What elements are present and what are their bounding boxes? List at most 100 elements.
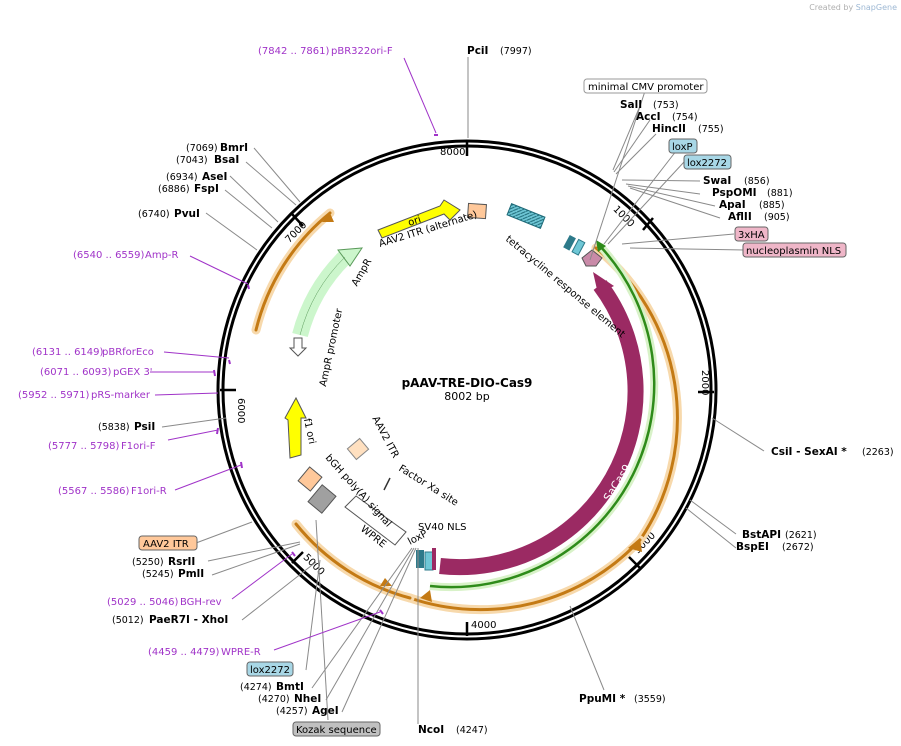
tre-element: tetracycline response element <box>503 203 627 340</box>
svg-text:(856): (856) <box>744 176 770 187</box>
orange-arrows <box>251 208 682 615</box>
bgh-polya: bGH poly(A) signal WPRE <box>297 453 407 550</box>
enzyme-pvui: PvuI <box>174 208 200 220</box>
enzyme-rsrii: RsrII <box>168 556 195 568</box>
svg-text:(6071 .. 6093): (6071 .. 6093) <box>40 367 112 378</box>
svg-text:(881): (881) <box>767 188 793 199</box>
itr-inner: AAV2 ITR <box>346 414 401 461</box>
green-arrow <box>429 240 659 592</box>
svg-text:(755): (755) <box>698 124 724 135</box>
sv40-label: SV40 NLS <box>418 522 467 533</box>
tick-2000: 2000 <box>699 370 710 395</box>
svg-text:(5245): (5245) <box>142 569 174 580</box>
top-lox-cluster <box>563 234 603 267</box>
svg-text:(2263): (2263) <box>862 447 894 458</box>
bgh-label: bGH poly(A) signal <box>323 453 394 530</box>
primer-f1ori-r: F1ori-R <box>131 486 167 497</box>
plasmid-size: 8002 bp <box>444 390 489 403</box>
enzyme-asei: AseI <box>202 171 227 183</box>
enzyme-ppumi: PpuMI * <box>579 693 626 705</box>
enzyme-fspi: FspI <box>194 183 219 195</box>
svg-text:(4247): (4247) <box>456 725 488 736</box>
svg-text:(5567 .. 5586): (5567 .. 5586) <box>58 486 130 497</box>
enzyme-bstapi: BstAPI <box>742 529 781 541</box>
svg-text:(754): (754) <box>672 112 698 123</box>
plasmid-name: pAAV-TRE-DIO-Cas9 <box>402 376 533 390</box>
primer-prs-marker: pRS-marker <box>91 390 151 401</box>
primer-pbrforeco: pBRforEco <box>102 347 154 358</box>
ampr-label: AmpR <box>350 257 374 288</box>
itr-inner-label: AAV2 ITR <box>369 414 400 460</box>
primer-pbr322ori-f: pBR322ori-F <box>331 46 393 57</box>
enzyme-ncoi: NcoI <box>418 724 444 736</box>
created-by-credit: Created by SnapGene <box>809 3 897 12</box>
primer-bgh-rev: BGH-rev <box>180 597 222 608</box>
primer-pgex3: pGEX 3' <box>113 367 153 378</box>
enzyme-bspei: BspEI <box>736 541 769 553</box>
ori-label: ori <box>407 214 423 228</box>
enzyme-agei: AgeI <box>312 705 339 717</box>
enzyme-sali: SalI <box>620 99 642 111</box>
tick-8000: 8000 <box>440 147 465 158</box>
svg-text:(5012): (5012) <box>112 615 144 626</box>
enzyme-paer7i-xhoi: PaeR7I - XhoI <box>149 614 228 626</box>
svg-text:(7997): (7997) <box>500 46 532 57</box>
svg-text:(5838): (5838) <box>98 422 130 433</box>
svg-text:(6934): (6934) <box>166 172 198 183</box>
ori-arrow: ori <box>377 199 461 239</box>
svg-text:(7069): (7069) <box>186 143 218 154</box>
box-loxp: loxP <box>672 142 693 153</box>
svg-text:(6540 .. 6559): (6540 .. 6559) <box>73 250 145 261</box>
svg-text:(4274): (4274) <box>240 682 272 693</box>
enzyme-csii-sexai: CsiI - SexAI * <box>771 446 847 458</box>
primer-marks <box>213 134 438 615</box>
tick-6000: 6000 <box>235 398 246 423</box>
enzyme-psii: PsiI <box>134 421 155 433</box>
enzyme-bmti: BmtI <box>276 681 304 693</box>
enzyme-bmri: BmrI <box>220 142 248 154</box>
tick-4000: 4000 <box>471 620 496 631</box>
box-3xha: 3xHA <box>738 230 765 241</box>
svg-text:(6886): (6886) <box>158 184 190 195</box>
svg-text:(4270): (4270) <box>258 694 290 705</box>
enzyme-pcii: PciI <box>467 45 488 57</box>
svg-text:(905): (905) <box>764 212 790 223</box>
box-minimal-cmv: minimal CMV promoter <box>588 82 704 93</box>
box-aav2-itr: AAV2 ITR <box>143 539 189 550</box>
svg-text:(6740): (6740) <box>138 209 170 220</box>
svg-text:(5029 .. 5046): (5029 .. 5046) <box>107 597 179 608</box>
svg-text:(5952 .. 5971): (5952 .. 5971) <box>18 390 90 401</box>
boxed-feature-labels: minimal CMV promoter loxP lox2272 3xHA n… <box>138 78 847 737</box>
snapgene-brand: SnapGene <box>855 3 897 12</box>
primer-pbr322ori-range: (7842 .. 7861) <box>258 46 330 57</box>
factor-xa-label: Factor Xa site <box>396 463 460 508</box>
enzyme-pmli: PmlI <box>178 568 204 580</box>
svg-text:(4459 .. 4479): (4459 .. 4479) <box>148 647 220 658</box>
enzyme-nhei: NheI <box>294 693 321 705</box>
svg-text:(4257): (4257) <box>276 706 308 717</box>
svg-text:(5777 .. 5798): (5777 .. 5798) <box>48 441 120 452</box>
primer-labels: (7842 .. 7861) pBR322ori-F (6540 .. 6559… <box>18 46 393 658</box>
enzyme-pspomi: PspOMI <box>712 187 757 199</box>
svg-text:(7043): (7043) <box>176 155 208 166</box>
box-kozak: Kozak sequence <box>296 725 377 736</box>
svg-text:(5250): (5250) <box>132 557 164 568</box>
primer-leaders <box>150 57 437 651</box>
factor-xa: Factor Xa site <box>383 463 460 509</box>
svg-text:(3559): (3559) <box>634 694 666 705</box>
svg-text:(885): (885) <box>759 200 785 211</box>
enzyme-leaders <box>161 57 765 724</box>
enzyme-labels: PciI (7997) SalI (753) AccI (754) HincII… <box>98 45 894 736</box>
box-lox2272-top: lox2272 <box>687 158 727 169</box>
f1ori-arrow: f1 ori <box>284 396 317 459</box>
enzyme-swai: SwaI <box>703 175 731 187</box>
enzyme-bsai: BsaI <box>214 154 239 166</box>
enzyme-aflii: AflII <box>728 211 752 223</box>
primer-wpre-r: WPRE-R <box>221 647 261 658</box>
svg-text:(753): (753) <box>653 100 679 111</box>
svg-text:(6131 .. 6149): (6131 .. 6149) <box>32 347 104 358</box>
f1ori-label: f1 ori <box>301 417 317 445</box>
box-nucleoplasmin-nls: nucleoplasmin NLS <box>746 246 841 257</box>
orange-arrowheads <box>322 213 642 602</box>
